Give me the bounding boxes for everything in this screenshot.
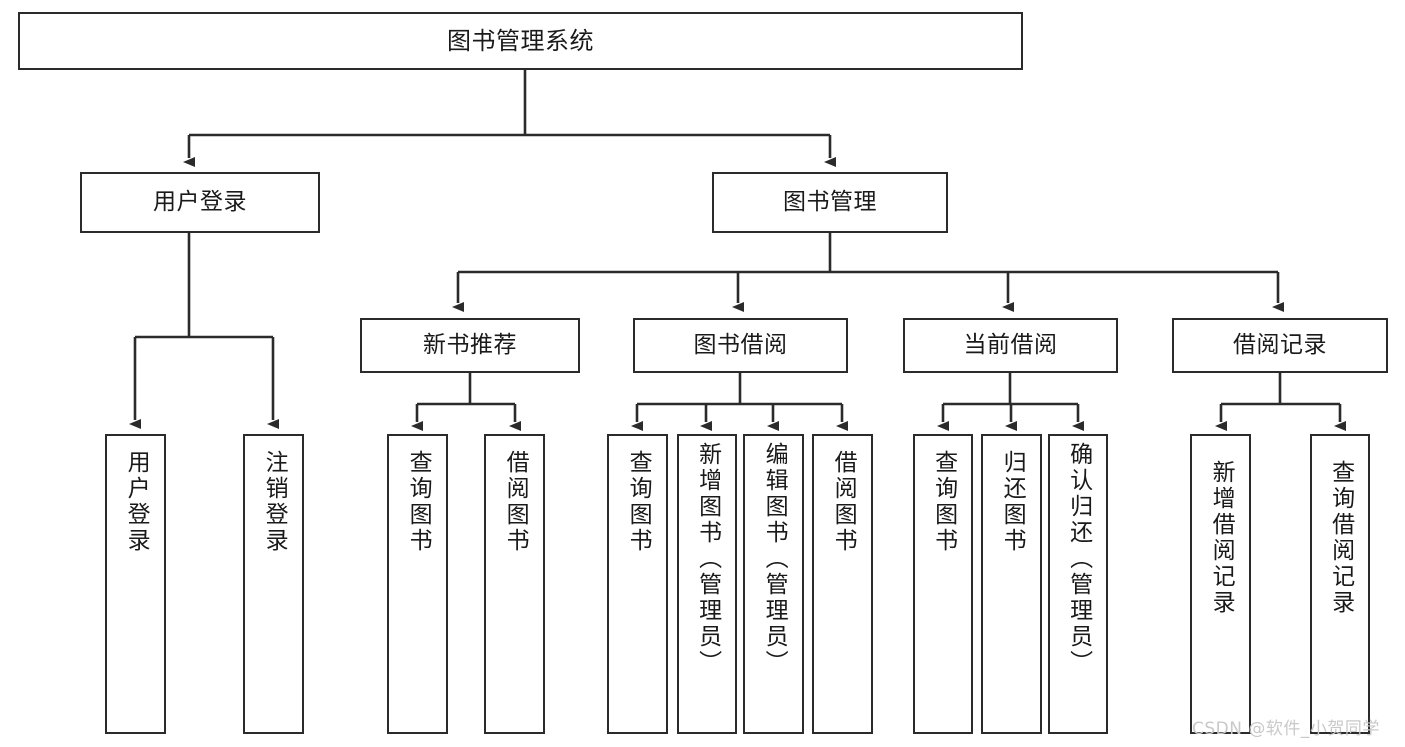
node-leaf-query-book-1[interactable]: 查询图书 <box>387 434 448 734</box>
node-leaf-query-book-3-label: 查询图书 <box>930 450 957 554</box>
node-leaf-return-book[interactable]: 归还图书 <box>981 434 1042 734</box>
node-leaf-confirm-return[interactable]: 确认归还（管理员） <box>1048 434 1108 734</box>
node-leaf-user-login[interactable]: 用户登录 <box>105 434 166 734</box>
node-leaf-borrow-book-2-label: 借阅图书 <box>830 450 857 554</box>
node-root-label: 图书管理系统 <box>447 26 594 55</box>
node-borrow-record[interactable]: 借阅记录 <box>1172 318 1388 373</box>
node-leaf-query-book-2[interactable]: 查询图书 <box>607 434 668 734</box>
node-leaf-logout-login-label: 注销登录 <box>261 450 288 554</box>
node-book-borrow[interactable]: 图书借阅 <box>633 318 848 373</box>
node-leaf-query-book-3[interactable]: 查询图书 <box>913 434 973 734</box>
node-leaf-edit-book-label: 编辑图书（管理员） <box>761 442 788 676</box>
node-root-book-management-system[interactable]: 图书管理系统 <box>18 12 1023 70</box>
node-book-manage-label: 图书管理 <box>783 188 877 215</box>
node-leaf-return-book-label: 归还图书 <box>999 450 1026 554</box>
node-leaf-add-book[interactable]: 新增图书（管理员） <box>677 434 737 734</box>
node-leaf-add-book-label: 新增图书（管理员） <box>694 442 721 676</box>
node-user-login[interactable]: 用户登录 <box>80 172 320 233</box>
node-leaf-add-borrow-record-label: 新增借阅记录 <box>1208 460 1235 616</box>
node-new-book-recommend-label: 新书推荐 <box>423 331 517 358</box>
node-leaf-query-borrow-record-label: 查询借阅记录 <box>1327 460 1354 616</box>
node-leaf-confirm-return-label: 确认归还（管理员） <box>1065 442 1092 676</box>
node-book-borrow-label: 图书借阅 <box>693 331 788 358</box>
node-leaf-logout-login[interactable]: 注销登录 <box>243 434 304 734</box>
node-leaf-borrow-book-1-label: 借阅图书 <box>502 450 529 554</box>
node-leaf-query-borrow-record[interactable]: 查询借阅记录 <box>1310 434 1370 734</box>
node-leaf-add-borrow-record[interactable]: 新增借阅记录 <box>1190 434 1251 734</box>
node-leaf-query-book-2-label: 查询图书 <box>625 450 652 554</box>
node-leaf-query-book-1-label: 查询图书 <box>405 450 432 554</box>
node-leaf-edit-book[interactable]: 编辑图书（管理员） <box>743 434 804 734</box>
node-book-manage[interactable]: 图书管理 <box>712 172 948 233</box>
node-user-login-label: 用户登录 <box>153 188 247 215</box>
node-new-book-recommend[interactable]: 新书推荐 <box>360 318 580 373</box>
node-borrow-record-label: 借阅记录 <box>1233 331 1327 358</box>
node-current-borrow-label: 当前借阅 <box>963 331 1058 358</box>
node-leaf-borrow-book-2[interactable]: 借阅图书 <box>812 434 873 734</box>
node-leaf-user-login-label: 用户登录 <box>123 450 150 554</box>
node-current-borrow[interactable]: 当前借阅 <box>903 318 1118 373</box>
node-leaf-borrow-book-1[interactable]: 借阅图书 <box>484 434 545 734</box>
